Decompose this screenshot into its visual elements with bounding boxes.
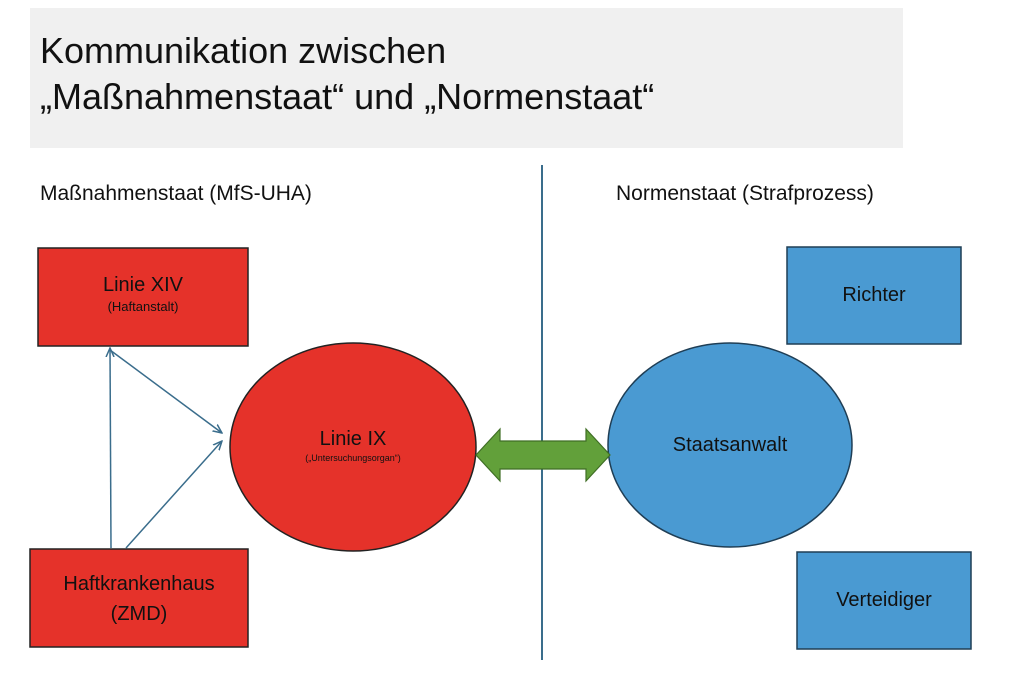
staatsanwalt-label: Staatsanwalt <box>672 434 788 456</box>
haftkrankenhaus-box <box>29 548 249 648</box>
title-background <box>30 8 903 148</box>
title-line-2: „Maßnahmenstaat“ und „Normenstaat“ <box>40 76 655 117</box>
arrow-hkh-to-ix <box>125 441 222 549</box>
verteidiger-label: Verteidiger <box>836 589 932 611</box>
linie-ix-label: Linie IX („Untersuchungsorgan“) <box>230 428 476 463</box>
linie-xiv-label: Linie XIV (Haftanstalt) <box>38 274 248 314</box>
richter-label: Richter <box>842 284 906 306</box>
slide-title: Kommunikation zwischen „Maßnahmenstaat“ … <box>40 28 654 120</box>
linie-ix-subtitle: („Untersuchungsorgan“) <box>305 453 401 463</box>
linie-ix-ellipse <box>229 342 477 552</box>
section-right-heading: Normenstaat (Strafprozess) <box>616 182 874 205</box>
linie-xiv-box <box>37 247 249 347</box>
section-left-heading: Maßnahmenstaat (MfS-UHA) <box>40 182 312 205</box>
haftkrankenhaus-title: Haftkrankenhaus <box>63 573 215 595</box>
arrow-hkh-to-xiv <box>110 348 111 549</box>
verteidiger-box <box>796 551 972 650</box>
richter-box <box>786 246 962 345</box>
staatsanwalt-ellipse <box>607 342 853 548</box>
haftkrankenhaus-subtitle: (ZMD) <box>110 603 168 625</box>
double-arrow <box>475 427 611 483</box>
linie-ix-title: Linie IX <box>319 428 387 450</box>
linie-xiv-subtitle: (Haftanstalt) <box>107 299 179 314</box>
linie-xiv-title: Linie XIV <box>102 274 184 296</box>
haftkrankenhaus-label: Haftkrankenhaus (ZMD) <box>30 569 248 629</box>
arrow-xiv-to-ix <box>109 349 222 433</box>
title-line-1: Kommunikation zwischen <box>40 30 447 71</box>
